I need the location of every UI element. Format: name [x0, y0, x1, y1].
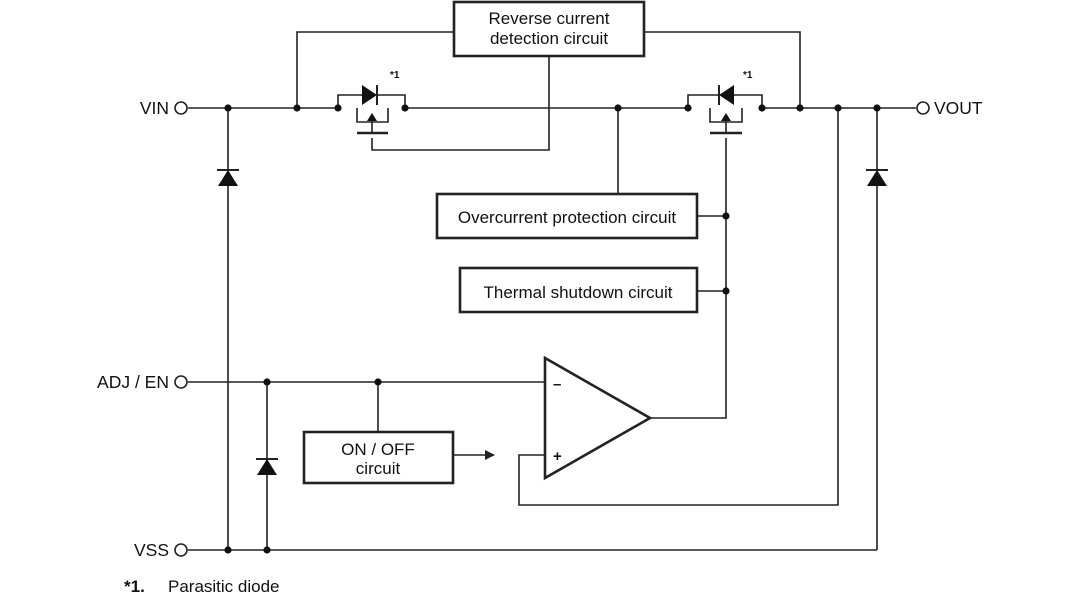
- terminal-vss: VSS: [134, 540, 188, 560]
- vss-label: VSS: [134, 540, 169, 560]
- input-mosfet: *1: [337, 70, 406, 135]
- output-mosfet: *1: [687, 70, 763, 135]
- adj-en-label: ADJ / EN: [97, 372, 169, 392]
- reverse-current-label-2: detection circuit: [490, 29, 608, 48]
- junction-dots: [224, 104, 881, 554]
- footnote: *1. Parasitic diode: [124, 577, 280, 596]
- opamp-plus: +: [553, 448, 562, 465]
- overcurrent-protection-block: Overcurrent protection circuit: [435, 192, 699, 240]
- parasitic-mark-1: *1: [390, 70, 400, 81]
- reverse-current-label-1: Reverse current: [489, 9, 610, 28]
- parasitic-diode-1-icon: [362, 85, 377, 105]
- terminal-vin: VIN: [140, 98, 188, 118]
- on-off-label-1: ON / OFF: [341, 440, 415, 459]
- thermal-shutdown-block: Thermal shutdown circuit: [458, 266, 699, 314]
- adj-protection-diode-icon: [256, 458, 278, 475]
- on-off-label-2: circuit: [356, 459, 401, 478]
- terminal-adj-en: ADJ / EN: [97, 372, 188, 392]
- reverse-current-detection-block: Reverse current detection circuit: [452, 0, 646, 58]
- parasitic-diode-2-icon: [719, 85, 734, 105]
- overcurrent-label: Overcurrent protection circuit: [458, 208, 677, 227]
- thermal-label: Thermal shutdown circuit: [484, 283, 673, 302]
- error-amplifier: – +: [543, 355, 653, 481]
- opamp-minus: –: [553, 376, 561, 393]
- parasitic-mark-2: *1: [743, 70, 753, 81]
- input-protection-diode-icon: [217, 169, 239, 186]
- footnote-text: Parasitic diode: [168, 577, 280, 596]
- on-off-circuit-block: ON / OFF circuit: [302, 430, 455, 485]
- terminal-vout: VOUT: [916, 98, 983, 118]
- vin-label: VIN: [140, 98, 169, 118]
- vout-label: VOUT: [934, 98, 983, 118]
- footnote-mark: *1.: [124, 577, 145, 596]
- output-protection-diode-icon: [866, 169, 888, 186]
